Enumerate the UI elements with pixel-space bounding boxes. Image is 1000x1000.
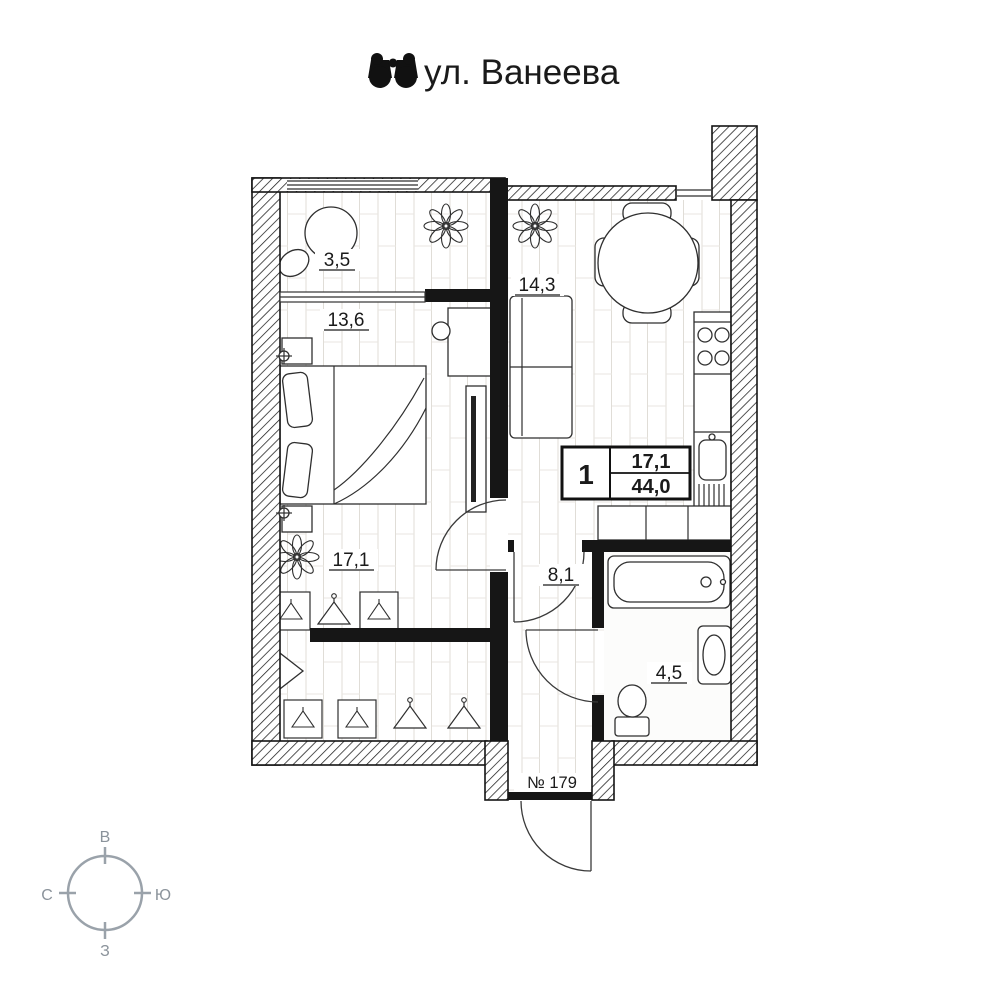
chair: [278, 248, 310, 278]
wall-bottom-left: [251, 740, 488, 766]
wall-bath-left-upper: [592, 552, 604, 628]
toilet-icon: [614, 684, 650, 737]
room-label-hallway: 8,1: [539, 564, 584, 586]
room-label-kitchen: 14,3: [511, 274, 564, 296]
window: [287, 179, 418, 191]
kitchen-sink-icon: [698, 433, 727, 481]
room-labels: 3,5 13,6 14,3 17,1 8,1 4,5: [315, 249, 692, 684]
wall-vestibule-right: [591, 740, 615, 801]
room-label-living: 17,1: [325, 549, 378, 571]
bathroom-door: [525, 629, 599, 703]
furniture: [265, 202, 732, 739]
living-area: 17,1: [632, 451, 671, 473]
room-area-bedroom: 13,6: [328, 310, 365, 331]
drawer-unit: [698, 484, 725, 506]
dimension-marks: [276, 348, 292, 521]
balcony-door: [677, 187, 711, 199]
washbasin-icon: [697, 625, 732, 685]
page-title: ул. Ванеева: [368, 53, 620, 92]
entrance-door: [508, 792, 592, 872]
wall-mark: [276, 348, 292, 364]
apartment-number: № 179: [514, 773, 590, 792]
compass-top-letter: В: [100, 829, 111, 846]
compass-rose: В С Ю З: [41, 829, 171, 960]
room-area-hallway: 8,1: [548, 565, 574, 586]
compass-left-letter: С: [41, 887, 53, 904]
bedroom-door: [435, 499, 507, 571]
room-label-bathroom: 4,5: [647, 662, 692, 684]
double-bed: [265, 365, 427, 505]
wardrobe-box: [283, 699, 323, 739]
room-label-bedroom: 13,6: [320, 309, 373, 331]
wall-notch: [711, 125, 758, 201]
binoculars-icon: [368, 53, 418, 88]
windows: [287, 179, 711, 199]
room-area-kitchen: 14,3: [519, 275, 556, 296]
apartment-number-text: № 179: [527, 774, 577, 792]
room-area-bathroom: 4,5: [656, 663, 682, 684]
info-box: 1 17,1 44,0: [560, 445, 692, 501]
wall-top-right: [504, 185, 677, 201]
wall-kitchen-bath: [592, 540, 731, 552]
wall-closet-right: [425, 289, 490, 302]
wall-hall-stub-left: [508, 540, 514, 552]
doors: [435, 499, 599, 872]
wall-bath-left-lower: [592, 695, 604, 741]
wall-left: [251, 177, 281, 766]
dining-set: [594, 202, 700, 324]
wall-core-upper: [490, 178, 508, 498]
room-label-closet: 3,5: [315, 249, 360, 271]
desk: [431, 307, 495, 377]
wall-core-lower: [490, 572, 508, 741]
wardrobe-box: [359, 591, 399, 631]
wall-bottom-right: [611, 740, 758, 766]
wall-vestibule-left: [484, 740, 509, 801]
total-area: 44,0: [632, 476, 671, 498]
wall-living-bottom: [310, 628, 490, 642]
nightstand: [281, 337, 313, 365]
rooms-count: 1: [578, 459, 594, 490]
room-area-closet: 3,5: [324, 250, 350, 271]
compass-bottom-letter: З: [100, 943, 110, 960]
kitchen-counter: [597, 311, 732, 541]
wall-mark: [276, 505, 292, 521]
bathtub-icon: [607, 555, 731, 609]
stove-icon: [697, 327, 730, 366]
wardrobe-box: [337, 699, 377, 739]
street-name: ул. Ванеева: [424, 53, 620, 92]
room-area-living: 17,1: [333, 550, 370, 571]
inner-walls: [279, 178, 731, 741]
wall-hall-stub-right: [582, 540, 592, 552]
tv-console: [465, 385, 487, 513]
sofa: [509, 295, 573, 439]
dining-table: [597, 212, 699, 314]
wall-closet-partition: [279, 291, 426, 303]
wall-right: [730, 199, 758, 766]
compass-right-letter: Ю: [155, 887, 171, 904]
lower-cabinets: [597, 505, 732, 541]
